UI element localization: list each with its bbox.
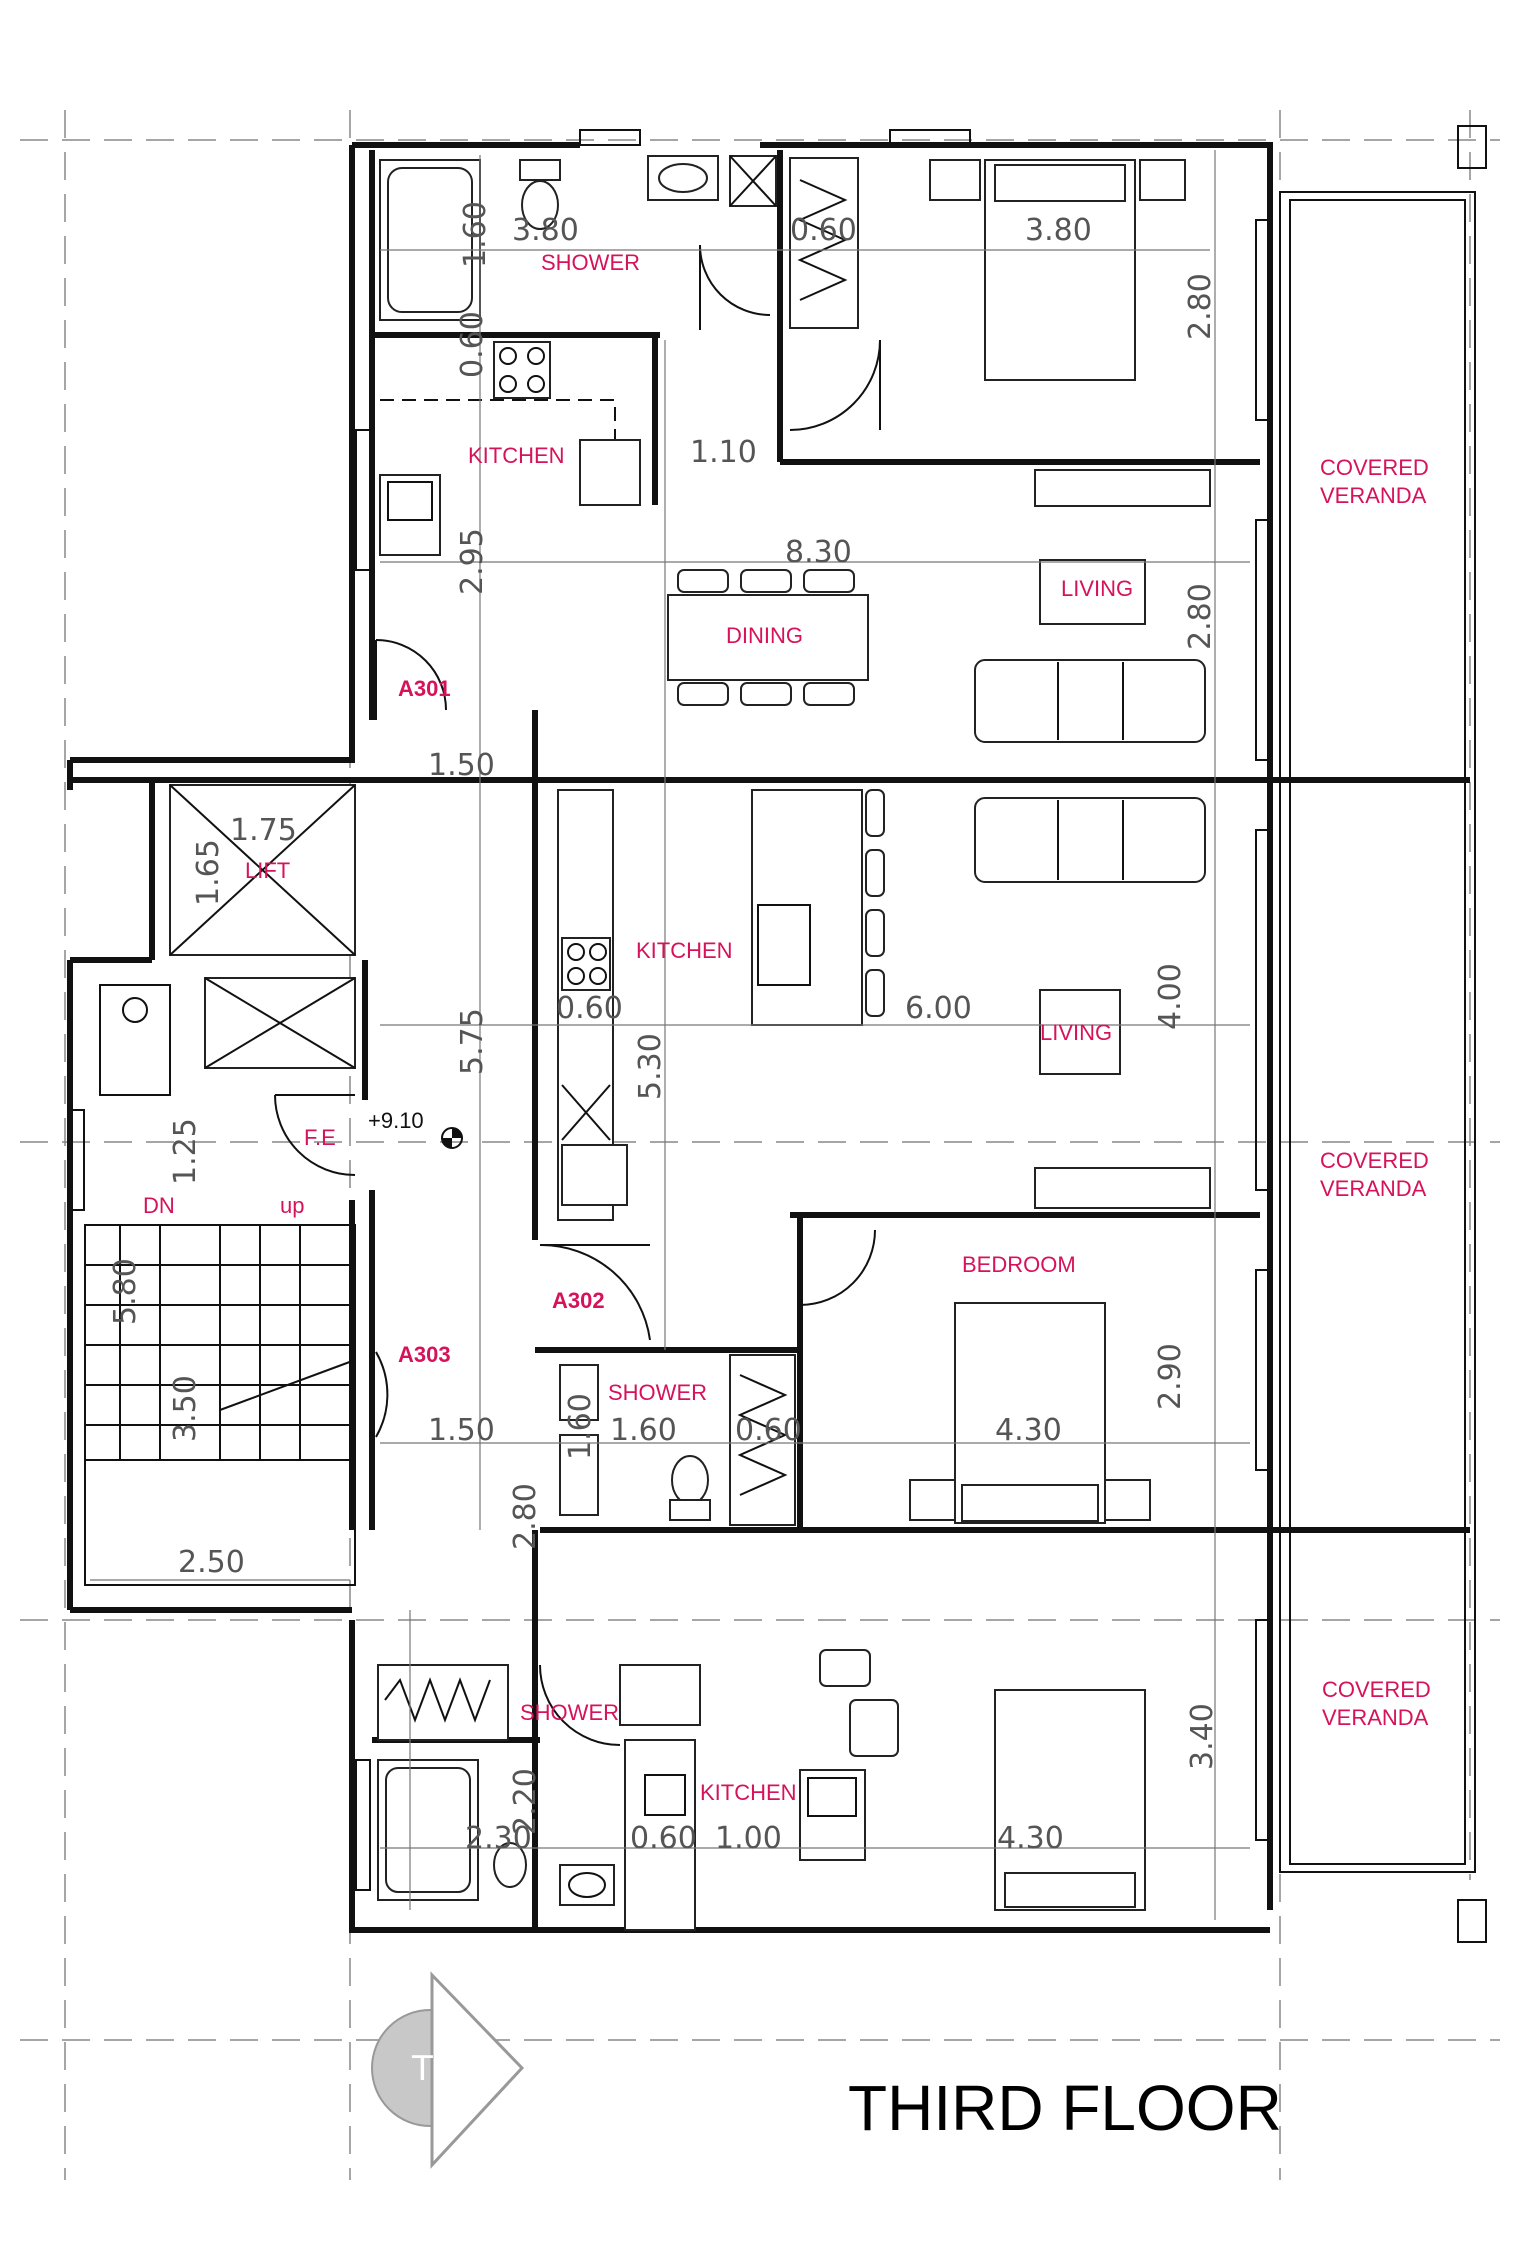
room-label-bedroom: BEDROOM: [962, 1252, 1076, 1277]
room-label-dn: DN: [143, 1193, 175, 1218]
room-label-up: up: [280, 1193, 304, 1218]
dim-label: 0.60: [630, 1821, 697, 1856]
dim-label: 4.00: [1153, 963, 1188, 1030]
dim-label: 1.25: [168, 1118, 203, 1185]
dim-label: 5.80: [108, 1258, 143, 1325]
room-label-kitchen-2: KITCHEN: [636, 938, 733, 963]
dim-label: 2.80: [508, 1483, 543, 1550]
level-mark-label: +9.10: [368, 1108, 424, 1133]
dim-label: 6.00: [905, 991, 972, 1026]
dim-label: 2.50: [178, 1545, 245, 1580]
grid-axes: [20, 110, 1500, 2180]
room-label-shower-1: SHOWER: [541, 250, 640, 275]
dim-label: 3.80: [1025, 213, 1092, 248]
dim-label: 5.30: [633, 1033, 668, 1100]
section-marker: T2: [371, 1971, 525, 2169]
dim-label: 5.75: [455, 1008, 490, 1075]
apartment-codes: A301 A302 A303: [398, 676, 605, 1367]
apartment-code-a303: A303: [398, 1342, 451, 1367]
dim-label: 1.00: [715, 1821, 782, 1856]
column-posts: [1457, 125, 1487, 1943]
dim-label: 1.75: [230, 813, 297, 848]
dim-label: 2.80: [1183, 583, 1218, 650]
apartment-code-a302: A302: [552, 1288, 605, 1313]
dim-label: 1.65: [191, 839, 226, 906]
veranda: [1279, 191, 1476, 1873]
dim-label: 1.60: [563, 1393, 598, 1460]
room-label-lift: LIFT: [245, 858, 290, 883]
dim-label: 1.50: [428, 1413, 495, 1448]
dim-label: 1.60: [458, 201, 493, 268]
dim-label: 8.30: [785, 535, 852, 570]
dimension-lines: [90, 150, 1250, 1920]
level-mark: [441, 1127, 463, 1149]
staircase: [84, 1224, 356, 1586]
room-label-living-1: LIVING: [1061, 576, 1133, 601]
section-marker-label: T2: [411, 2049, 454, 2089]
dim-label: 0.60: [735, 1413, 802, 1448]
windows: [69, 129, 1271, 1891]
dim-label: 1.50: [428, 748, 495, 783]
dim-label: 2.30: [465, 1821, 532, 1856]
dim-label: 4.30: [997, 1821, 1064, 1856]
room-label-kitchen-1: KITCHEN: [468, 443, 565, 468]
dim-label: 1.60: [610, 1413, 677, 1448]
dim-label: 2.20: [508, 1768, 543, 1835]
furniture: [84, 155, 1211, 1931]
dim-label: 3.80: [512, 213, 579, 248]
dim-label: 0.60: [556, 991, 623, 1026]
dim-label: 2.90: [1153, 1343, 1188, 1410]
dimension-labels: 1.60 3.80 0.60 3.80 2.80 0.60 1.10 8.30 …: [108, 201, 1220, 1856]
dim-label: 2.80: [1183, 273, 1218, 340]
apartment-code-a301: A301: [398, 676, 451, 701]
dim-label: 4.30: [995, 1413, 1062, 1448]
dim-label: 3.50: [168, 1375, 203, 1442]
room-label-kitchen-3: KITCHEN: [700, 1780, 797, 1805]
doors: [274, 244, 881, 1746]
room-label-shower-2: SHOWER: [608, 1380, 707, 1405]
dim-label: 0.60: [790, 213, 857, 248]
dim-label: 1.10: [690, 435, 757, 470]
dim-label: 0.60: [455, 311, 490, 378]
room-label-living-2: LIVING: [1040, 1020, 1112, 1045]
room-label-shower-3: SHOWER: [520, 1700, 619, 1725]
room-label-fe: F.E: [304, 1125, 336, 1150]
drawing-title: THIRD FLOOR: [848, 2072, 1282, 2144]
dim-label: 2.95: [455, 528, 490, 595]
room-label-dining: DINING: [726, 623, 803, 648]
dim-label: 3.40: [1185, 1703, 1220, 1770]
